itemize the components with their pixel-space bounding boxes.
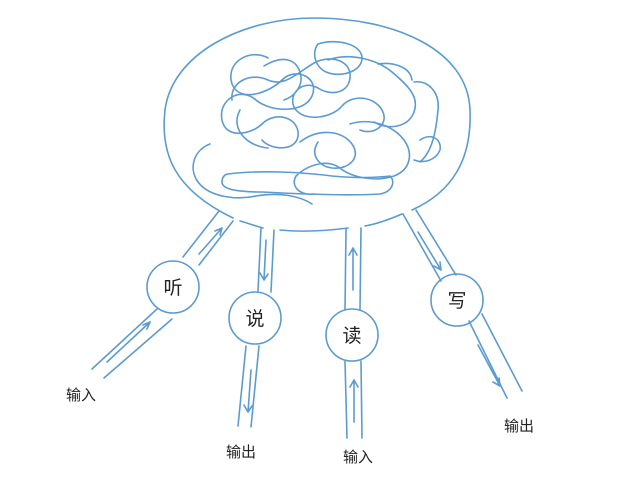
listen-arrow-lower — [106, 321, 151, 363]
listen-node-label: 听 — [163, 277, 182, 299]
write-io-label: 输出 — [504, 417, 534, 435]
read-arrow-upper — [348, 247, 358, 291]
write-node-circle — [430, 273, 484, 327]
speak-node-circle — [228, 291, 282, 345]
brain-outline — [163, 17, 471, 232]
read-channel-lines — [344, 227, 363, 439]
speak-channel-lines — [237, 227, 275, 428]
listen-node-circle — [146, 260, 200, 314]
speak-arrow-lower — [243, 369, 253, 413]
listen-io-label: 输入 — [66, 386, 96, 404]
read-node-label: 读 — [342, 325, 361, 347]
read-io-label: 输入 — [343, 448, 373, 466]
speak-node-label: 说 — [245, 308, 264, 330]
write-arrow-upper — [417, 231, 442, 271]
write-node-label: 写 — [447, 290, 466, 312]
read-node-circle — [325, 308, 379, 362]
read-arrow-lower — [349, 379, 359, 423]
listen-arrow-upper — [198, 227, 223, 255]
speak-arrow-upper — [259, 239, 269, 281]
write-arrow-lower — [477, 344, 501, 387]
listen-channel-lines — [91, 210, 234, 379]
write-channel-lines — [402, 209, 523, 399]
speak-io-label: 输出 — [226, 443, 256, 461]
tangled-thoughts — [192, 40, 442, 205]
